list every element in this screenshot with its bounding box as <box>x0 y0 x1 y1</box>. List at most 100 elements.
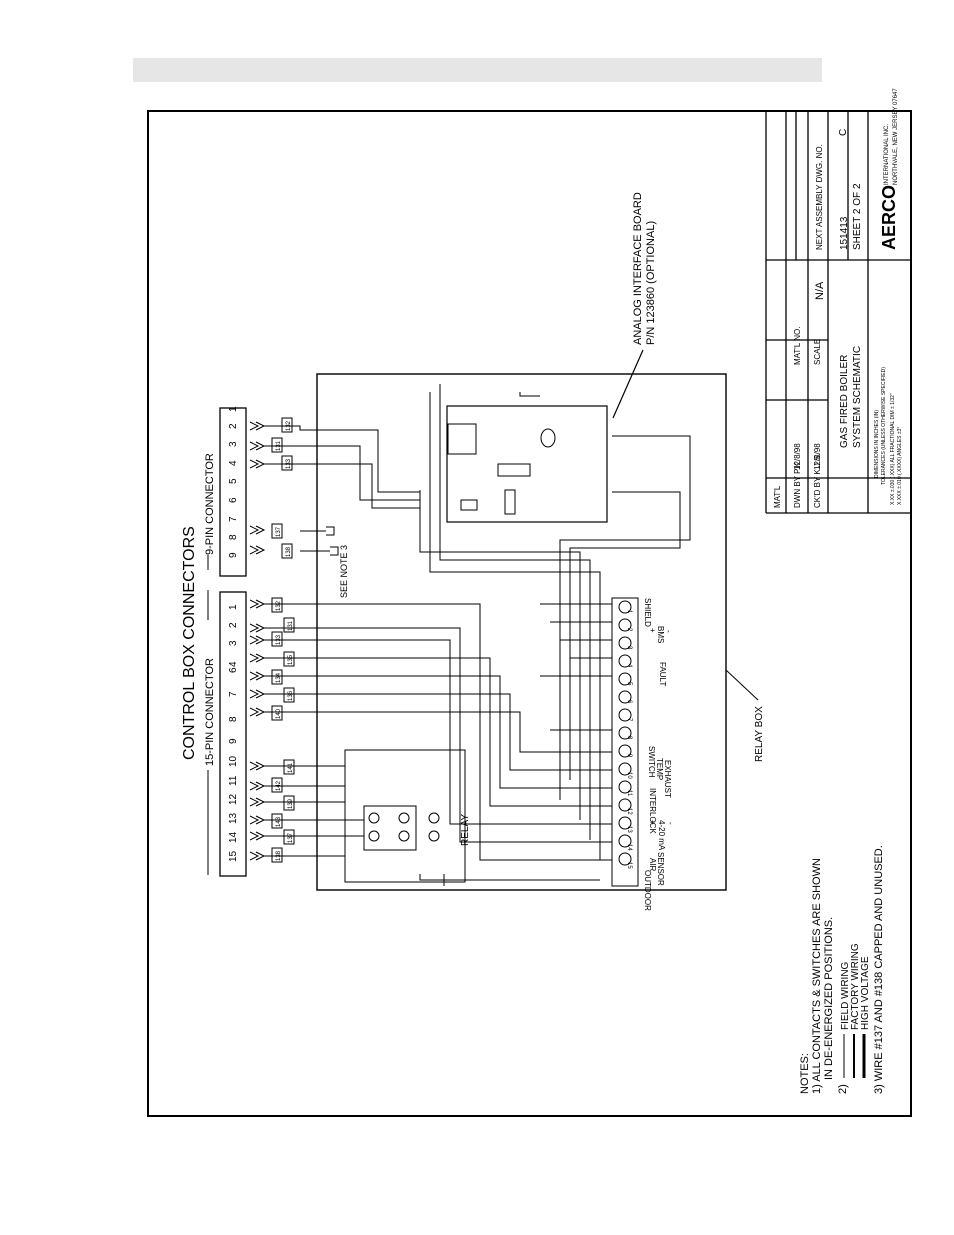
connector15-label: 15-PIN CONNECTOR <box>204 658 216 766</box>
svg-text:7: 7 <box>228 516 239 522</box>
tb-dwn-date: 12/8/98 <box>793 443 802 470</box>
svg-text:BMS: BMS <box>656 626 665 643</box>
svg-text:139: 139 <box>288 798 294 809</box>
svg-text:8: 8 <box>228 716 239 722</box>
terminal-numbers: 1 2 3 4 5 6 7 8 9 10 11 12 13 14 15 <box>626 610 632 869</box>
relay-box <box>316 373 727 891</box>
tb-company-addr: NORTHVALE, NEW JERSEY 07647 <box>893 88 899 185</box>
svg-text:14: 14 <box>228 831 239 843</box>
svg-text:3) WIRE #137 AND #138 CAPPED A: 3) WIRE #137 AND #138 CAPPED AND UNUSED. <box>873 845 885 1094</box>
svg-text:SWITCH: SWITCH <box>647 746 656 778</box>
connector9-pins: 9 8 7 6 5 4 3 2 1 <box>228 406 239 558</box>
tb-matl-no: MAT'L NO. <box>793 327 802 365</box>
svg-text:10: 10 <box>228 755 239 767</box>
svg-text:8: 8 <box>228 534 239 540</box>
svg-text:11: 11 <box>228 775 239 786</box>
svg-text:SENSOR: SENSOR <box>656 852 665 886</box>
svg-text:1: 1 <box>626 610 632 614</box>
svg-text:131: 131 <box>288 620 294 631</box>
svg-text:4: 4 <box>228 460 239 466</box>
svg-text:2): 2) <box>837 1084 849 1094</box>
svg-text:13: 13 <box>228 812 239 824</box>
svg-text:OUTDOOR: OUTDOOR <box>643 870 652 911</box>
tb-dwg-no: 151413 <box>839 216 850 250</box>
svg-text:EXHAUST: EXHAUST <box>663 760 672 798</box>
tb-title1: GAS FIRED BOILER <box>839 355 850 448</box>
svg-text:5: 5 <box>228 478 239 484</box>
svg-text:TEMP: TEMP <box>655 758 664 780</box>
svg-text:INTERLOCK: INTERLOCK <box>648 788 657 834</box>
relay <box>363 805 417 851</box>
connector15-pins: 15 14 13 12 11 10 9 8 7 6 5 4 3 2 1 <box>228 604 239 862</box>
svg-text:143: 143 <box>276 816 282 827</box>
svg-text:138: 138 <box>286 546 292 557</box>
svg-text:132: 132 <box>276 600 282 611</box>
tb-ckd-by: CK'D BY K.J.S. <box>813 453 822 508</box>
svg-text:2: 2 <box>626 628 632 632</box>
see-note: SEE NOTE 3 <box>339 545 349 598</box>
connector15-body <box>219 591 247 877</box>
svg-text:137: 137 <box>276 526 282 537</box>
svg-text:9: 9 <box>228 552 239 558</box>
svg-text:FACTORY WIRING: FACTORY WIRING <box>850 943 861 1030</box>
svg-text:15: 15 <box>228 850 239 862</box>
tb-dwn-by: DWN BY P.K. <box>793 460 802 508</box>
tb-tol3: X.XX ±.030 (.XXX) ALL FRACTIONAL DIM ± 1… <box>890 393 896 505</box>
svg-text:11: 11 <box>626 790 632 797</box>
tb-ckd-date: 12/8/98 <box>813 443 822 470</box>
svg-text:HIGH VOLTAGE: HIGH VOLTAGE <box>860 956 871 1030</box>
terminal-labels: SHIELD + BMS - FAULT EXHAUST TEMP SWITCH… <box>643 598 675 911</box>
svg-text:2: 2 <box>228 423 239 429</box>
svg-text:1: 1 <box>228 604 239 610</box>
svg-text:12: 12 <box>626 808 632 815</box>
svg-text:ANALOG INTERFACE BOARD: ANALOG INTERFACE BOARD <box>632 192 644 345</box>
analog-board-label: ANALOG INTERFACE BOARD P/N 123860 (OPTIO… <box>632 192 657 345</box>
tb-company: AERCO <box>879 185 899 250</box>
svg-text:3: 3 <box>626 646 632 650</box>
wire-tags-9: 132 131 133 137 138 <box>271 417 293 559</box>
svg-text:7: 7 <box>626 718 632 722</box>
svg-text:SHIELD: SHIELD <box>643 598 652 627</box>
svg-text:6: 6 <box>228 497 239 503</box>
tb-rev: C <box>838 129 849 136</box>
svg-text:134: 134 <box>276 672 282 683</box>
tb-scale-val: N/A <box>814 281 826 300</box>
wire-tags-15: 132 131 133 135 134 136 140 141 142 139 … <box>271 597 295 863</box>
svg-text:P/N 123860 (OPTIONAL): P/N 123860 (OPTIONAL) <box>645 221 657 345</box>
svg-text:15: 15 <box>626 862 632 869</box>
wiring <box>264 384 691 886</box>
analog-interface-board <box>446 405 608 523</box>
svg-text:-: - <box>666 822 675 825</box>
svg-text:-: - <box>664 630 673 633</box>
svg-text:4: 4 <box>228 661 239 667</box>
svg-text:7: 7 <box>228 691 239 697</box>
terminal-strip <box>611 597 639 887</box>
svg-text:136: 136 <box>288 690 294 701</box>
connector9-body <box>219 407 247 577</box>
svg-text:9: 9 <box>228 738 239 744</box>
tb-sheet: SHEET 2 OF 2 <box>852 183 863 250</box>
svg-text:14: 14 <box>626 844 632 851</box>
svg-text:4-20 mA: 4-20 mA <box>657 820 666 851</box>
tb-tol4: X.XXX ±.010 (.XXXX) ANGLES ±3° <box>897 427 903 505</box>
svg-text:135: 135 <box>288 654 294 665</box>
svg-text:3: 3 <box>228 441 239 447</box>
svg-text:1) ALL CONTACTS & SWITCHES ARE: 1) ALL CONTACTS & SWITCHES ARE SHOWN <box>811 858 823 1094</box>
svg-text:+: + <box>648 628 657 633</box>
svg-text:NOTES:: NOTES: <box>799 1053 811 1094</box>
main-title: CONTROL BOX CONNECTORS <box>181 526 198 760</box>
svg-text:3: 3 <box>228 640 239 646</box>
relay-box-label: RELAY BOX <box>754 706 765 762</box>
drawing-frame <box>147 110 912 1117</box>
svg-text:137: 137 <box>288 832 294 843</box>
svg-text:10: 10 <box>626 772 632 779</box>
svg-text:6: 6 <box>228 667 239 673</box>
header-bar <box>133 58 822 82</box>
svg-text:AIR: AIR <box>648 858 657 872</box>
analog-board-leader <box>612 349 644 419</box>
tb-tol1: DIMENSIONS IN INCHES (IN) <box>874 410 880 478</box>
tb-scale: SCALE <box>813 339 822 365</box>
svg-text:6: 6 <box>626 700 632 704</box>
title-block <box>765 112 910 514</box>
